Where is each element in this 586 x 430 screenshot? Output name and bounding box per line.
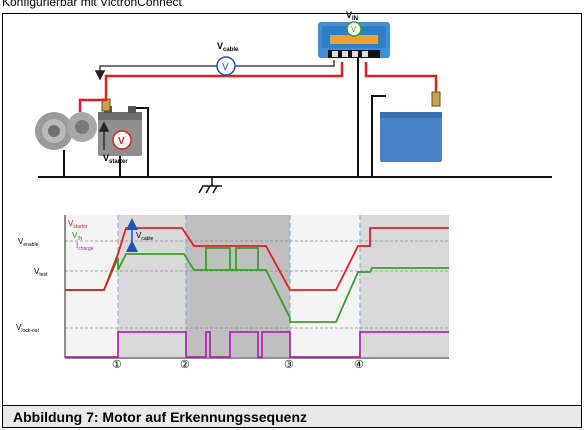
alternator-icon [35,112,97,177]
phase-marker-1: ① [112,359,122,371]
vin-voltmeter-icon [346,21,362,37]
vin-label: V [346,10,352,20]
figure-caption-bar: Abbildung 7: Motor auf Erkennungssequenz [2,405,582,428]
legend-icharge: I [76,241,78,250]
positive-cable [78,62,344,112]
vin-trace [65,253,449,323]
svg-text:Vcable: Vcable [136,231,154,242]
ground-symbol-icon [198,177,222,194]
svg-text:Venable: Venable [18,237,39,248]
legend-vin-sub: IN [77,236,82,242]
figure-caption: Abbildung 7: Motor auf Erkennungssequenz [13,409,307,425]
svg-text:VIN: VIN [346,10,358,22]
vcable-arrow-label-sub: cable [141,236,153,242]
vin-label-sub: IN [352,16,358,22]
vcable-label-sub: cable [223,47,239,53]
legend-vstarter-sub: starter [73,224,88,230]
vcable-voltmeter-icon [216,56,236,76]
svg-text:Vlock-out: Vlock-out [16,323,39,334]
level-venable: V [18,237,24,246]
vcable-measurement-line [230,60,335,67]
level-vlockout-sub: lock-out [21,328,39,334]
circuit-diagram: V Vcable V VIN [35,10,552,194]
cropped-heading: Konfigurierbar mit VictronConnect [2,0,182,9]
phase-marker-3: ③ [284,359,294,371]
vstarter-label-sub: starter [109,159,128,165]
legend-icharge-sub: charge [78,246,94,252]
legend-vin: V [72,231,78,240]
house-battery-icon [380,112,442,162]
level-vtest-sub: test [39,272,48,278]
vstarter-trace [65,227,449,291]
svg-text:Icharge: Icharge [76,241,94,252]
phase-marker-4: ④ [354,359,364,371]
vstarter-label: V [103,153,109,163]
vstarter-voltmeter-icon [112,130,132,150]
vstarter-meter-letter: V [118,136,125,147]
phase-marker-2: ② [180,359,190,371]
vcable-label: V [217,41,223,51]
svg-text:Vcable: Vcable [217,41,239,53]
svg-text:VIN: VIN [72,231,83,242]
vcable-arrow-label: V [136,231,142,240]
svg-text:Vstarter: Vstarter [103,153,128,165]
level-venable-sub: enable [23,242,38,248]
vin-meter-letter: V [351,25,357,34]
phase-shade [186,215,290,357]
vcable-meter-letter: V [222,62,229,73]
phase-shade [360,215,449,357]
level-vtest: V [34,267,40,276]
level-vlockout: V [16,323,22,332]
svg-text:Vstarter: Vstarter [68,219,88,230]
legend-vstarter: V [68,219,74,228]
fuse-icon [431,91,441,107]
svg-text:Vtest: Vtest [34,267,48,278]
dc-dc-charger-icon [318,22,390,58]
timing-diagram: Vcable Vstarter VIN Icharge Venable Vtes… [16,215,449,371]
icharge-trace [65,331,449,358]
